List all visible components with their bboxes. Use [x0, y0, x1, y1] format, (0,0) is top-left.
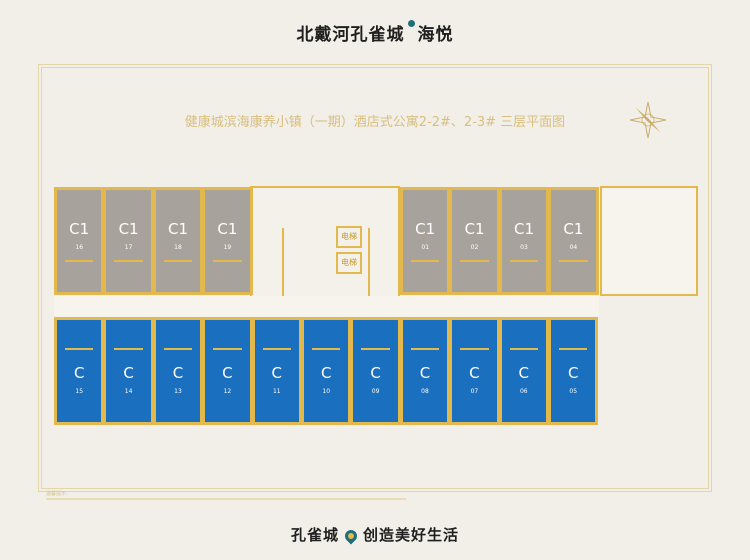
unit-number: 02 [470, 244, 479, 251]
project-logo: 北戴河孔雀城海悦 [0, 20, 750, 45]
unit-wall [114, 260, 143, 262]
unit-wall [213, 348, 242, 350]
elevator-1: 电梯 [336, 226, 362, 248]
footer-brand: 孔雀城 [290, 526, 339, 544]
unit-18: C1 18 [152, 187, 204, 295]
unit-type: C [271, 364, 283, 382]
unit-number: 09 [371, 388, 380, 395]
unit-wall [509, 348, 538, 350]
plan-title: 健康城滨海康养小镇（一期）酒店式公寓2-2#、2-3# 三层平面图 [184, 115, 566, 130]
unit-05: C 05 [548, 317, 599, 425]
unit-wall [411, 260, 440, 262]
unit-wall [509, 260, 539, 262]
unit-03: C1 03 [498, 187, 550, 295]
unit-number: 11 [272, 388, 281, 395]
unit-wall [460, 348, 489, 350]
unit-number: 17 [124, 244, 133, 251]
location-pin-icon [342, 527, 360, 544]
unit-17: C1 17 [103, 187, 154, 295]
unit-15: C 15 [54, 317, 105, 425]
note-label: 温馨提示： [46, 491, 72, 497]
unit-number: 07 [470, 388, 479, 395]
unit-type: C1 [513, 220, 534, 238]
unit-type: C [172, 364, 184, 382]
unit-08: C 08 [399, 317, 451, 425]
unit-19: C1 19 [202, 187, 253, 295]
unit-01: C1 01 [400, 187, 451, 295]
unit-16: C1 16 [54, 187, 105, 295]
unit-wall [312, 348, 341, 350]
unit-number: 06 [519, 388, 528, 395]
peacock-dot-icon [407, 20, 415, 27]
unit-04: C1 04 [548, 187, 599, 295]
unit-wall [410, 348, 440, 350]
unit-wall [262, 348, 291, 350]
unit-number: 08 [421, 388, 429, 395]
unit-type: C [370, 364, 381, 382]
unit-type: C [469, 364, 480, 382]
unit-wall [559, 260, 588, 262]
unit-13: C 13 [152, 317, 204, 425]
corridor [54, 296, 599, 316]
unit-number: 05 [569, 388, 578, 395]
unit-type: C [419, 364, 431, 382]
unit-wall [163, 348, 193, 350]
unit-type: C1 [217, 220, 238, 238]
unit-wall [213, 260, 242, 262]
unit-number: 03 [520, 244, 528, 251]
plan-frame [38, 64, 712, 492]
unit-06: C 06 [498, 317, 549, 425]
unit-type: C1 [167, 220, 188, 238]
unit-wall [65, 348, 94, 350]
unit-12: C 12 [202, 317, 253, 425]
unit-type: C1 [464, 220, 485, 238]
unit-type: C [567, 364, 579, 382]
unit-type: C [222, 364, 233, 382]
unit-type: C1 [415, 220, 436, 238]
unit-number: 10 [322, 388, 331, 395]
note-text-lines [46, 498, 406, 500]
core-wall [282, 228, 284, 296]
unit-number: 14 [124, 388, 133, 395]
elevator-2: 电梯 [336, 252, 362, 274]
unit-number: 18 [174, 244, 182, 251]
unit-09: C 09 [350, 317, 401, 425]
logo-text: 北戴河孔雀城 [296, 25, 405, 45]
unit-10: C 10 [301, 317, 352, 425]
open-area [600, 186, 698, 296]
unit-type: C [518, 364, 530, 382]
unit-wall [460, 260, 489, 262]
unit-wall [65, 260, 94, 262]
unit-number: 01 [421, 244, 430, 251]
unit-number: 19 [223, 244, 232, 251]
footer-slogan-text: 创造美好生活 [363, 526, 460, 544]
logo-subtext: 海悦 [417, 25, 454, 45]
unit-type: C1 [118, 220, 139, 238]
unit-type: C [320, 364, 332, 382]
unit-number: 16 [75, 244, 84, 251]
unit-02: C1 02 [449, 187, 500, 295]
unit-type: C1 [563, 220, 584, 238]
unit-14: C 14 [103, 317, 154, 425]
unit-number: 04 [569, 244, 578, 251]
unit-type: C [123, 364, 134, 382]
unit-number: 13 [174, 388, 182, 395]
compass-icon [629, 101, 667, 139]
unit-wall [114, 348, 143, 350]
core-wall [368, 228, 370, 296]
unit-type: C1 [69, 220, 90, 238]
unit-type: C [73, 364, 85, 382]
unit-wall [361, 348, 390, 350]
unit-wall [559, 348, 588, 350]
unit-07: C 07 [449, 317, 500, 425]
footer-slogan: 孔雀城 创造美好生活 [0, 524, 750, 545]
unit-number: 15 [75, 388, 84, 395]
unit-number: 12 [223, 388, 232, 395]
unit-wall [163, 260, 193, 262]
stair-elevator-core: 电梯 电梯 [250, 186, 400, 296]
unit-11: C 11 [251, 317, 302, 425]
